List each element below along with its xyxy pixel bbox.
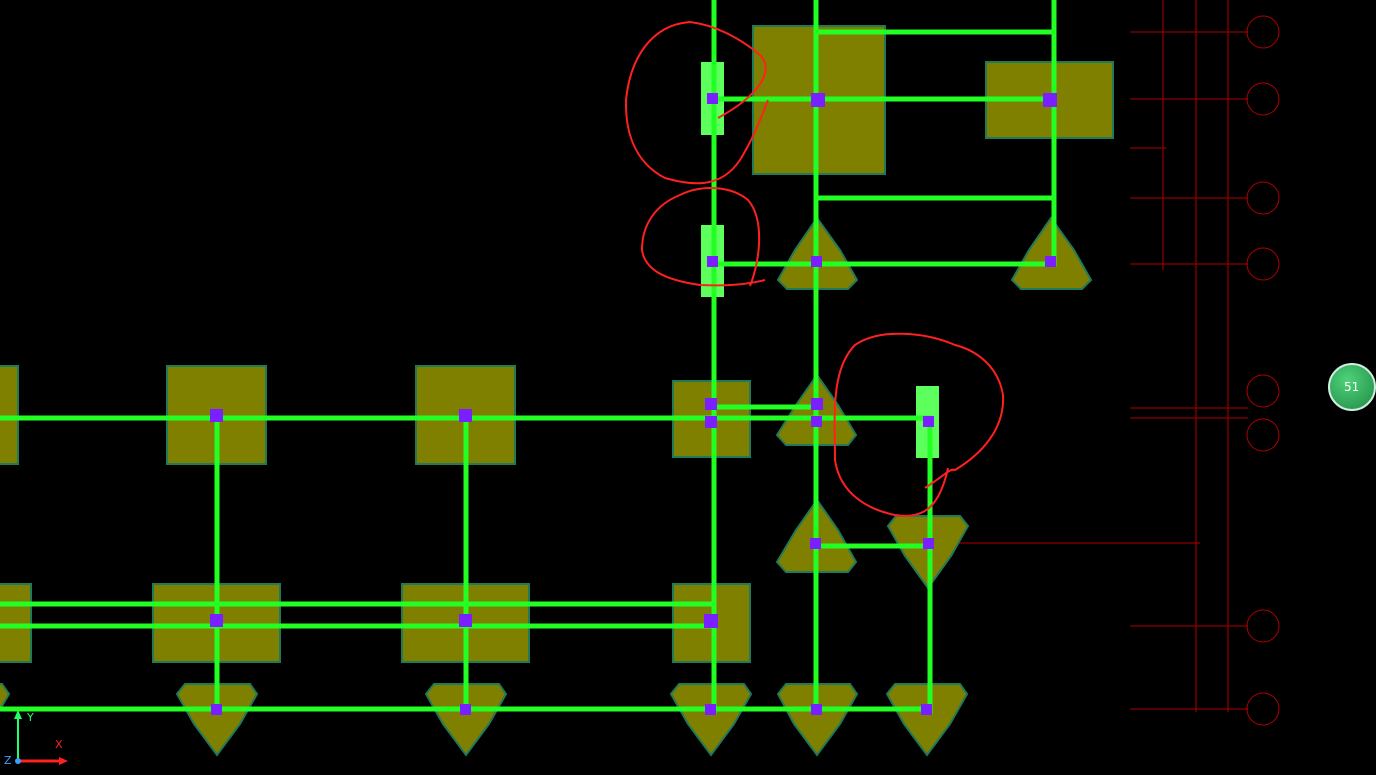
- square-pads[interactable]: [0, 25, 1114, 663]
- ucs-y-label: Y: [27, 711, 34, 724]
- ucs-x-label: X: [55, 738, 63, 751]
- reference-lines: [930, 0, 1280, 726]
- drawing-canvas[interactable]: [0, 0, 1353, 771]
- ucs-axes: [14, 710, 68, 765]
- ucs-z-label: Z: [4, 754, 12, 767]
- traces: [0, 0, 1057, 715]
- ucs-icon: Y X Z: [0, 700, 80, 771]
- vias[interactable]: [210, 93, 1057, 715]
- markup-circles: [624, 20, 1005, 517]
- badge-label: 51: [1344, 380, 1360, 394]
- status-badge[interactable]: 51: [1328, 363, 1376, 411]
